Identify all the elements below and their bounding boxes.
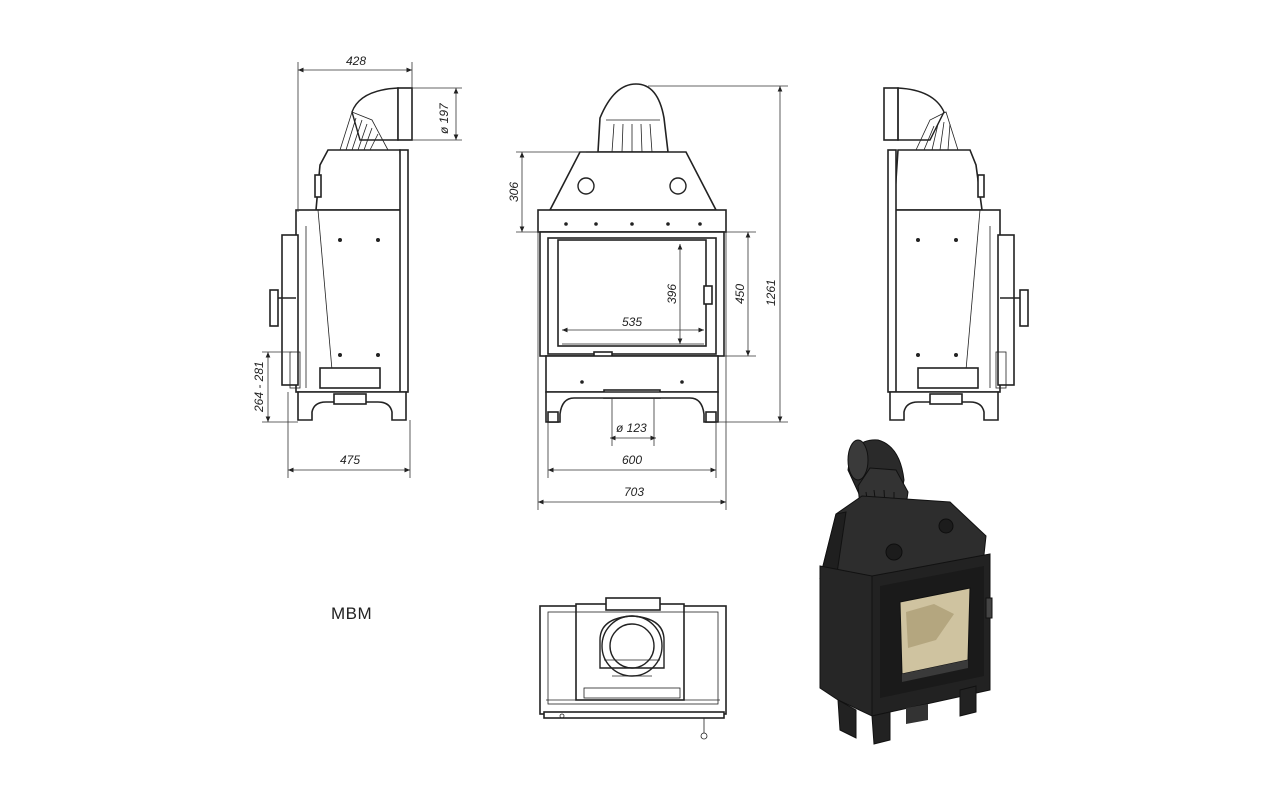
dim-front-base-width: 600 bbox=[622, 453, 642, 467]
perspective-render bbox=[819, 439, 993, 745]
dim-side-inlet-height: 264 - 281 bbox=[252, 361, 266, 413]
dim-front-total-height: 1261 bbox=[764, 279, 778, 306]
side-view-right bbox=[883, 87, 1029, 421]
dim-front-hood-height: 306 bbox=[507, 182, 521, 202]
dim-flue-diameter: ø 197 bbox=[437, 102, 451, 134]
front-dimension-lines bbox=[516, 85, 788, 510]
dim-front-glass-height: 396 bbox=[665, 284, 679, 304]
side-view-left bbox=[269, 87, 413, 421]
dim-side-depth: 475 bbox=[340, 453, 360, 467]
dim-side-top-width: 428 bbox=[346, 54, 366, 68]
dim-front-air-inlet-diameter: ø 123 bbox=[616, 421, 647, 435]
dim-front-total-width: 703 bbox=[624, 485, 644, 499]
dim-front-glass-width: 535 bbox=[622, 315, 642, 329]
front-view bbox=[537, 83, 727, 423]
model-label: MBM bbox=[331, 604, 373, 623]
dim-front-door-height: 450 bbox=[733, 284, 747, 304]
side-dimension-lines bbox=[262, 62, 462, 478]
top-view bbox=[539, 597, 727, 740]
